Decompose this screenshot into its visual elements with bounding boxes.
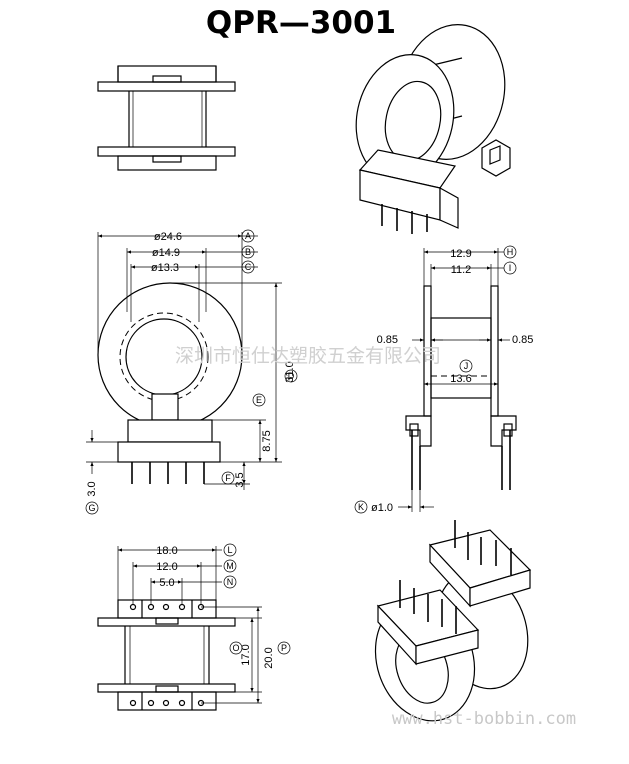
label-o: O — [229, 641, 243, 655]
svg-text:L: L — [227, 545, 232, 555]
dim-o-value-group: 17.0 — [240, 644, 252, 665]
bottom-view — [97, 546, 262, 711]
label-g: G — [85, 501, 99, 515]
svg-text:D: D — [288, 371, 295, 381]
label-m: M — [223, 559, 237, 573]
label-h: H — [503, 245, 517, 259]
dim-j-value: 13.6 — [450, 373, 471, 385]
dim-p-value-group: 20.0 — [263, 647, 275, 668]
dim-c-value: ø13.3 — [151, 262, 179, 274]
dim-o-value: 17.0 — [240, 644, 252, 665]
label-a: A — [241, 229, 255, 243]
svg-text:M: M — [226, 561, 234, 571]
dim-f-value-group: 3.5 — [234, 472, 246, 487]
dim-f-value: 3.5 — [234, 472, 246, 487]
label-e: E — [252, 393, 266, 407]
part-title: QPR—3001 — [206, 5, 396, 41]
svg-text:G: G — [88, 503, 95, 513]
dim-n-value: 5.0 — [159, 577, 174, 589]
iso-view-top — [355, 24, 511, 234]
label-l: L — [223, 543, 237, 557]
svg-text:P: P — [281, 643, 287, 653]
dim-flange-left-value: 0.85 — [377, 334, 398, 346]
label-d: D — [284, 369, 298, 383]
dim-a-value: ø24.6 — [154, 231, 182, 243]
label-p: P — [277, 641, 291, 655]
dim-b-value: ø14.9 — [152, 247, 180, 259]
svg-text:E: E — [256, 395, 262, 405]
dim-k-value: ø1.0 — [371, 502, 393, 514]
dim-i-value: 11.2 — [451, 264, 472, 276]
svg-text:I: I — [509, 263, 512, 273]
dim-e-value-group: 8.75 — [261, 430, 273, 451]
dim-m-value: 12.0 — [156, 561, 177, 573]
svg-text:H: H — [507, 247, 514, 257]
iso-view-bottom — [374, 520, 532, 722]
dim-flange-right-value: 0.85 — [512, 334, 533, 346]
svg-text:C: C — [245, 262, 252, 272]
dim-e-value: 8.75 — [261, 430, 273, 451]
label-i: I — [503, 261, 517, 275]
dim-d-value-group: 31.0 — [284, 361, 296, 382]
dim-p-value: 20.0 — [263, 647, 275, 668]
label-b: B — [241, 245, 255, 259]
svg-text:B: B — [245, 247, 251, 257]
label-f: F — [221, 471, 235, 485]
front-view — [86, 232, 282, 490]
label-c: C — [241, 260, 255, 274]
svg-text:O: O — [232, 643, 239, 653]
dim-g-value-group: 3.0 — [86, 481, 98, 496]
label-n: N — [223, 575, 237, 589]
dim-d-value: 31.0 — [284, 361, 296, 382]
svg-text:F: F — [225, 473, 231, 483]
website-url: www.hst-bobbin.com — [392, 709, 576, 729]
dim-g-value: 3.0 — [86, 481, 98, 496]
dim-h-value: 12.9 — [450, 248, 471, 260]
label-k: K — [354, 500, 368, 514]
company-watermark: 深圳市恒仕达塑胶五金有限公司 — [175, 345, 441, 367]
label-j: J — [459, 359, 473, 373]
svg-text:N: N — [227, 577, 234, 587]
top-view — [97, 65, 236, 171]
svg-text:K: K — [358, 502, 364, 512]
svg-text:J: J — [464, 361, 469, 371]
dim-l-value: 18.0 — [156, 545, 177, 557]
side-view — [398, 248, 517, 512]
svg-text:A: A — [245, 231, 251, 241]
